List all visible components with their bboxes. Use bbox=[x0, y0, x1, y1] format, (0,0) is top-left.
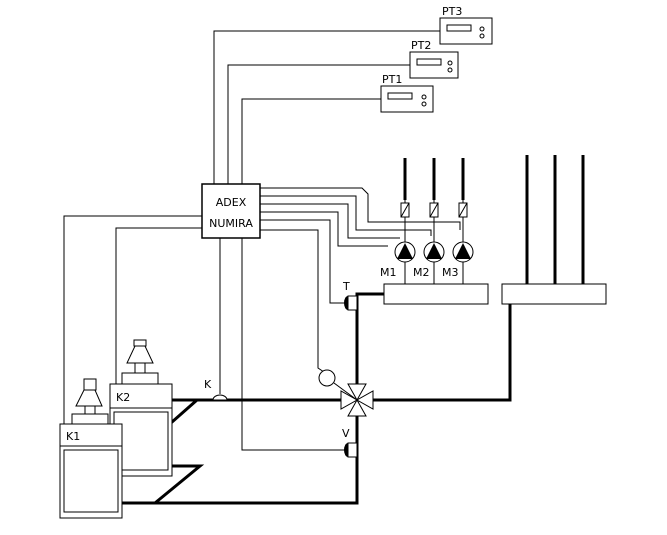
pump-m3: M3 bbox=[442, 241, 474, 279]
pump-circuits bbox=[400, 158, 468, 284]
pump-m1: M1 bbox=[380, 241, 416, 279]
pump-m3-label: M3 bbox=[442, 266, 459, 279]
main-pipework bbox=[120, 292, 512, 505]
thermostat-wires bbox=[213, 30, 440, 184]
sensor-k-label: K bbox=[204, 378, 212, 391]
thermostat-pt3-label: PT3 bbox=[442, 5, 462, 18]
pump-m2-label: M2 bbox=[413, 266, 430, 279]
sensor-k: K bbox=[204, 378, 228, 401]
boiler-k1: K1 bbox=[59, 378, 123, 519]
sensor-v-label: V bbox=[342, 427, 350, 440]
pump-m2: M2 bbox=[413, 241, 445, 279]
thermostat-pt2: PT2 bbox=[409, 39, 459, 79]
controller-label-line1: ADEX bbox=[216, 196, 247, 209]
sensor-t-label: T bbox=[342, 280, 350, 293]
thermostat-pt3: PT3 bbox=[439, 5, 493, 45]
pump-m1-label: M1 bbox=[380, 266, 397, 279]
right-manifold-risers bbox=[525, 155, 585, 284]
distribution-manifold-right bbox=[501, 283, 607, 305]
controller-label-line2: NUMIRA bbox=[209, 217, 253, 230]
thermostat-pt1-label: PT1 bbox=[382, 73, 402, 86]
boiler-k1-label: K1 bbox=[66, 430, 80, 443]
sensor-t: T bbox=[342, 280, 358, 311]
controller-wires bbox=[63, 187, 461, 451]
boiler-k2-label: K2 bbox=[116, 391, 130, 404]
thermostat-pt1: PT1 bbox=[380, 73, 434, 113]
sensor-v: V bbox=[342, 427, 358, 458]
distribution-manifold-left bbox=[383, 283, 489, 305]
controller-adex-numira: ADEX NUMIRA bbox=[201, 183, 261, 239]
mixing-valve bbox=[318, 369, 374, 417]
thermostat-pt2-label: PT2 bbox=[411, 39, 431, 52]
